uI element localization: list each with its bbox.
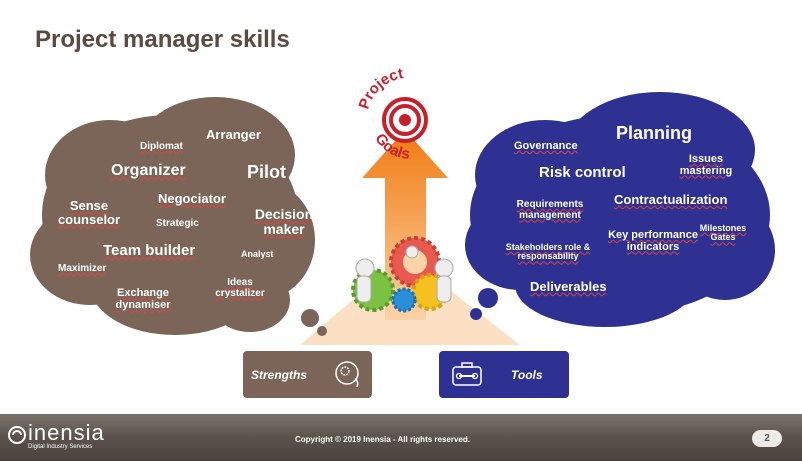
word-diplomat: Diplomat xyxy=(140,141,183,152)
gear-head-icon xyxy=(333,359,363,392)
slide-title: Project manager skills xyxy=(35,26,290,53)
word-sense-counselor: Sense counselor xyxy=(57,198,121,227)
word-exchange-dynamiser: Exchange dynamiser xyxy=(115,287,171,311)
word-key-performance-indicators: Key performance indicators xyxy=(608,229,698,253)
word-stakeholders: Stakeholders role & responsability xyxy=(505,242,591,262)
word-deliverables: Deliverables xyxy=(530,279,607,294)
word-ideas-crystalizer: Ideas crystalizer xyxy=(215,277,265,299)
word-negociator: Negociator xyxy=(158,191,226,206)
word-issues-mastering: Issues mastering xyxy=(679,153,733,177)
word-analyst: Analyst xyxy=(241,249,274,259)
word-contractualization: Contractualization xyxy=(614,192,728,207)
word-strategic: Strategic xyxy=(156,218,199,229)
logo-mark-icon xyxy=(8,426,26,449)
word-planning: Planning xyxy=(616,123,692,143)
strengths-label: Strengths xyxy=(251,367,308,382)
logo-subtitle: Digital Industry Services xyxy=(28,444,93,450)
inensia-logo: inensia xyxy=(28,420,105,445)
strengths-cloud xyxy=(30,97,327,336)
tools-label: Tools xyxy=(511,367,543,382)
target-icon xyxy=(382,97,428,143)
tools-cloud xyxy=(465,92,775,327)
word-organizer: Organizer xyxy=(111,162,186,179)
word-team-builder: Team builder xyxy=(103,242,196,259)
toolbox-icon xyxy=(451,360,483,391)
strengths-button[interactable]: Strengths xyxy=(243,351,372,398)
goal-arrow xyxy=(362,130,448,320)
word-pilot: Pilot xyxy=(247,162,286,182)
word-decision-maker: Decision maker xyxy=(254,206,314,237)
word-maximizer: Maximizer xyxy=(58,263,107,274)
footer: inensia Digital Industry Services Copyri… xyxy=(0,414,802,461)
figures-icon xyxy=(355,245,454,303)
word-milestones-gates: Milestones Gates xyxy=(699,223,747,243)
word-governance: Governance xyxy=(514,140,578,152)
word-risk-control: Risk control xyxy=(539,164,626,181)
word-arranger: Arranger xyxy=(206,127,261,142)
page-number: 2 xyxy=(752,430,782,447)
copyright-text: Copyright © 2019 Inensia - All rights re… xyxy=(295,435,470,444)
tools-button[interactable]: Tools xyxy=(439,351,569,398)
word-requirements-management: Requirements management xyxy=(516,199,584,221)
